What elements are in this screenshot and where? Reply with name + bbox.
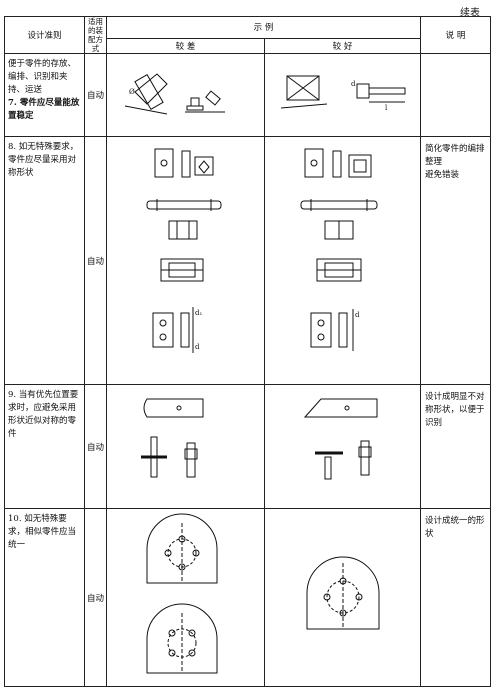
note-text: 设计成明显不对称形状，以便于识别 (420, 384, 492, 509)
table-row: 8. 如无特殊要求，零件应尽量采用对称形状 自动 d₁ d (4, 136, 492, 385)
assembly-mode: 自动 (84, 136, 107, 385)
header-good: 较 好 (263, 37, 422, 55)
criterion-text: 便于零件的存放、编排、识别和夹持、运送 (8, 59, 77, 95)
criterion-text: 8. 如无特殊要求，零件应尽量采用对称形状 (4, 136, 85, 385)
header-poor: 较 差 (106, 37, 265, 55)
header-example: 示 例 (105, 16, 422, 39)
table-row: 便于零件的存放、编排、识别和夹持、运送 7. 零件应尽量能放置稳定 自动 Ø d (4, 53, 492, 137)
continued-label: 续表 (460, 8, 480, 19)
poor-example-figure: Ø (106, 53, 265, 137)
svg-text:l: l (385, 104, 388, 112)
criterion-text-b: 7. 零件应尽量能放置稳定 (8, 98, 80, 121)
assembly-mode: 自动 (84, 384, 107, 509)
note-text (420, 53, 492, 137)
criterion-text: 9. 当有优先位置要求时，应避免采用形状近似对称的零件 (4, 384, 85, 509)
assembly-mode: 自动 (84, 53, 107, 137)
header-criterion: 设计准则 (4, 16, 85, 54)
poor-example-figure (106, 508, 265, 687)
criterion-text: 10. 如无特殊要求，相似零件应当统一 (4, 508, 85, 687)
poor-example-figure (106, 384, 265, 509)
table-row: 9. 当有优先位置要求时，应避免采用形状近似对称的零件 自动 设计成明显不对称形… (4, 384, 492, 509)
design-criteria-table: 设计准则 适用的装配方式 示 例 说 明 较 差 较 好 便于零件的存放、编排、… (4, 16, 492, 687)
svg-text:d₁: d₁ (195, 309, 202, 317)
svg-text:Ø: Ø (129, 88, 135, 96)
good-example-figure: d l (263, 53, 422, 137)
header-assembly-mode: 适用的装配方式 (84, 16, 107, 54)
poor-example-figure: d₁ d (106, 136, 265, 385)
good-example-figure (263, 384, 422, 509)
good-example-figure (263, 508, 422, 687)
table-row: 10. 如无特殊要求，相似零件应当统一 自动 设计成统一的形状 (4, 508, 492, 687)
header-note: 说 明 (420, 16, 492, 54)
note-text: 简化零件的编排整理 避免错装 (420, 136, 492, 385)
svg-text:d: d (355, 311, 360, 319)
good-example-figure: d (263, 136, 422, 385)
svg-text:d: d (351, 80, 356, 88)
note-text: 设计成统一的形状 (420, 508, 492, 687)
svg-text:d: d (195, 343, 200, 351)
assembly-mode: 自动 (84, 508, 107, 687)
